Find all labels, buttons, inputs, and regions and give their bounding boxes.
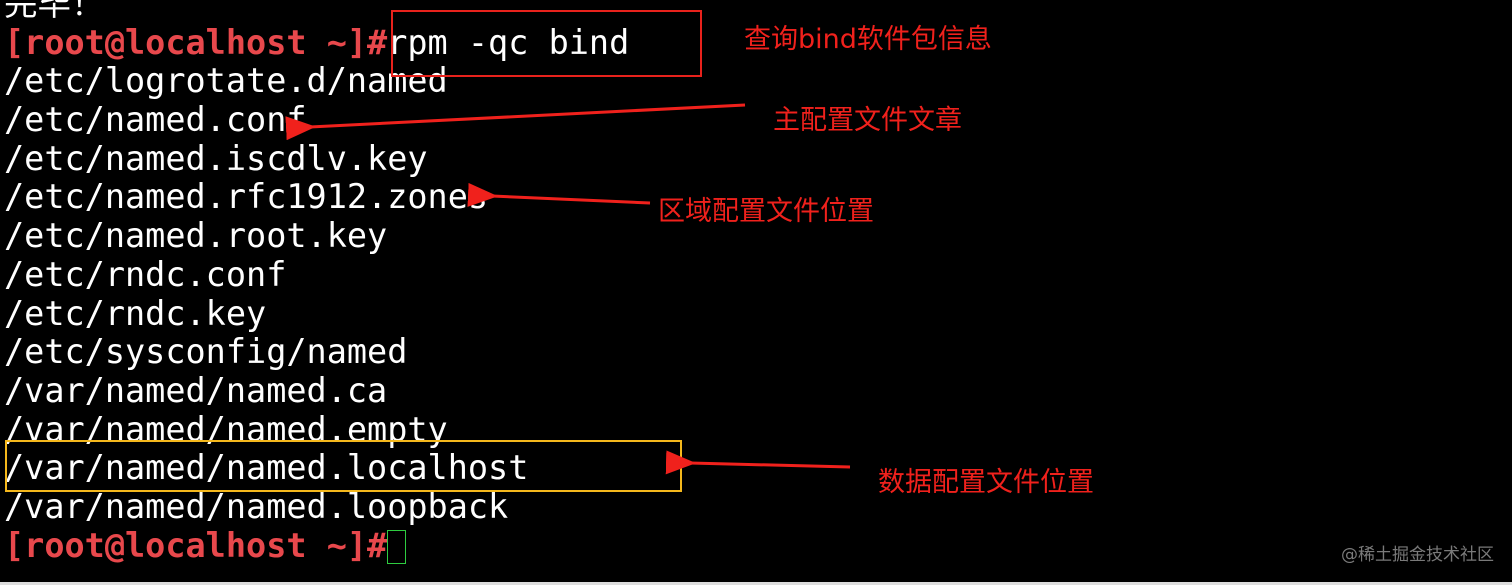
arrow-zone-config	[467, 182, 651, 207]
partial-line: 完毕！	[4, 0, 105, 23]
output-line: /var/named/named.loopback	[4, 486, 509, 526]
output-line: /etc/sysconfig/named	[4, 332, 408, 372]
watermark: @稀土掘金技术社区	[1341, 545, 1494, 565]
prompt: [root@localhost ~]#	[4, 22, 388, 62]
output-line: /etc/named.conf	[4, 100, 307, 140]
output-line: /etc/named.iscdlv.key	[4, 138, 428, 178]
command-highlight-box	[391, 10, 702, 77]
command-line: [root@localhost ~]#rpm -qc bind	[4, 22, 630, 63]
arrow-main-config	[285, 103, 746, 141]
command: rpm -qc bind	[387, 22, 630, 62]
annotation-main-config: 主配置文件文章	[773, 105, 962, 136]
prompt: [root@localhost ~]#	[4, 525, 388, 565]
cursor	[387, 530, 407, 565]
output-line: /etc/logrotate.d/named	[4, 61, 448, 101]
terminal-output: 完毕！ [root@localhost ~]#rpm -qc bind /etc…	[4, 0, 629, 565]
output-line: /etc/rndc.conf	[4, 254, 287, 294]
annotation-query: 查询bind软件包信息	[744, 24, 992, 55]
output-line: /etc/rndc.key	[4, 293, 267, 333]
annotation-data-config: 数据配置文件位置	[878, 467, 1094, 498]
output-line: /var/named/named.ca	[4, 370, 388, 410]
output-line: /var/named/named.localhost	[4, 448, 529, 488]
output-line: /etc/named.rfc1912.zones	[4, 177, 489, 217]
arrow-data-config	[665, 450, 851, 475]
output-line: /etc/named.root.key	[4, 216, 388, 256]
prompt-line[interactable]: [root@localhost ~]#	[4, 525, 629, 566]
annotation-zone-config: 区域配置文件位置	[658, 196, 874, 227]
bottom-border	[0, 582, 1512, 585]
